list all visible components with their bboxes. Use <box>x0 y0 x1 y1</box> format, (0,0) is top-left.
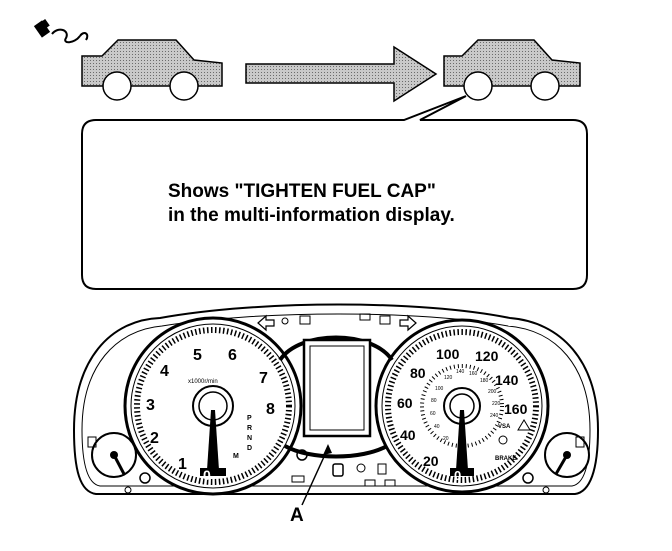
svg-text:60: 60 <box>430 411 436 417</box>
speed-number-140: 140 <box>495 372 519 388</box>
tacho-number-5: 5 <box>193 347 202 364</box>
battery-icon <box>384 479 396 487</box>
tacho-number-8: 8 <box>266 401 275 418</box>
gear-d: D <box>247 445 252 452</box>
svg-text:220: 220 <box>492 401 501 407</box>
svg-text:160: 160 <box>469 371 478 377</box>
tacho-number-2: 2 <box>150 430 159 447</box>
tachometer <box>123 316 303 496</box>
tacho-number-6: 6 <box>228 347 237 364</box>
speedometer-needle <box>456 410 468 470</box>
speed-number-120: 120 <box>475 348 499 364</box>
seatbelt-icon <box>377 463 387 475</box>
gear-p: P <box>247 415 252 422</box>
indicator-row-bottom <box>291 449 396 487</box>
speed-number-160: 160 <box>504 401 528 417</box>
callout-box <box>81 95 588 290</box>
warning-triangle-icon <box>517 419 531 431</box>
tire-pressure-icon <box>356 463 366 473</box>
multi-information-display <box>278 335 394 459</box>
check-engine-icon <box>364 479 376 487</box>
gear-m: M <box>233 453 239 460</box>
fuel-pump-icon <box>87 436 97 448</box>
fuel-gauge <box>87 432 151 494</box>
oil-pressure-icon <box>291 475 305 483</box>
callout-arrowhead <box>323 444 332 455</box>
message-line-2: in the multi-information display. <box>168 205 455 226</box>
tacho-unit-label: x1000r/min <box>188 379 218 385</box>
temperature-gauge <box>522 432 590 494</box>
speedometer <box>374 318 550 494</box>
svg-text:200: 200 <box>488 389 497 395</box>
vsa-indicator: VSA <box>498 424 511 430</box>
right-arrow-icon <box>245 45 438 103</box>
fuel-cap-icon <box>33 19 89 44</box>
gear-indicator: P R N D M <box>233 415 252 460</box>
svg-text:20: 20 <box>443 436 449 442</box>
indicator-row-top <box>257 313 417 332</box>
callout-message: Shows "TIGHTEN FUEL CAP" in the multi-in… <box>168 180 568 228</box>
gear-r: R <box>247 425 252 432</box>
callout-leader-line <box>301 447 329 506</box>
speed-zero: 0 <box>454 468 461 483</box>
svg-text:240: 240 <box>490 413 499 419</box>
brake-indicator: BRAKE <box>495 456 516 462</box>
tacho-number-1: 1 <box>178 456 187 473</box>
fuel-cap-indicator-icon <box>332 463 344 477</box>
left-turn-signal-icon <box>257 314 275 332</box>
speed-number-40: 40 <box>400 427 416 443</box>
speedometer-inner-scale: 20 40 60 80 100 120 140 160 180 200 220 … <box>430 369 501 442</box>
callout-label-a: A <box>290 505 304 526</box>
car-before-icon <box>81 39 223 101</box>
right-turn-signal-icon <box>399 314 417 332</box>
svg-text:80: 80 <box>431 398 437 404</box>
tpms-icon <box>498 435 508 445</box>
headlight-icon <box>379 315 391 325</box>
svg-text:40: 40 <box>434 424 440 430</box>
speed-number-20: 20 <box>423 453 439 469</box>
tacho-number-4: 4 <box>160 363 169 380</box>
svg-text:180: 180 <box>480 378 489 384</box>
gear-n: N <box>247 435 252 442</box>
security-icon <box>296 449 308 461</box>
svg-text:140: 140 <box>456 369 465 375</box>
tacho-number-3: 3 <box>146 397 155 414</box>
message-line-1: Shows "TIGHTEN FUEL CAP" <box>168 181 436 202</box>
fog-light-icon <box>359 313 371 321</box>
speed-number-100: 100 <box>436 346 460 362</box>
speed-number-60: 60 <box>397 395 413 411</box>
car-after-icon <box>443 39 581 101</box>
tacho-zero: 0 <box>203 467 211 483</box>
parking-light-icon <box>281 317 289 325</box>
tacho-number-7: 7 <box>259 370 268 387</box>
svg-text:100: 100 <box>435 386 444 392</box>
high-beam-icon <box>299 315 311 325</box>
svg-text:120: 120 <box>444 375 453 381</box>
speed-number-80: 80 <box>410 365 426 381</box>
temperature-icon <box>575 436 585 448</box>
tachometer-needle <box>207 410 219 470</box>
